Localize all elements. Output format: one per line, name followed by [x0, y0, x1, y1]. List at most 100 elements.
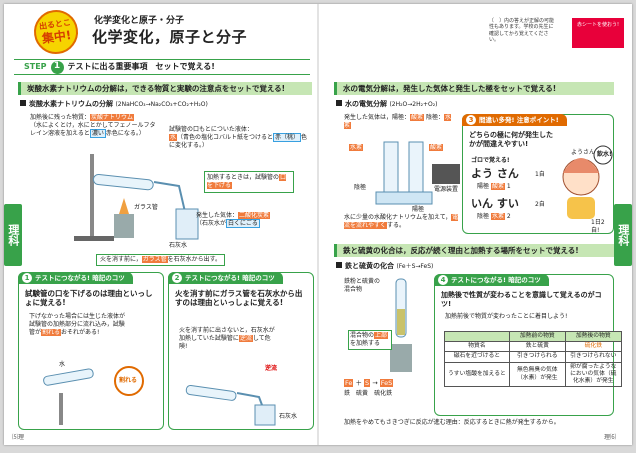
- water-label: 水: [59, 361, 66, 368]
- tip2-body-text: 火を消す前に出さないと，石灰水が加熱していた試験管に: [179, 327, 275, 343]
- side-tab-left: 理科: [4, 204, 22, 266]
- heat-mix-pre: 混合物の: [350, 332, 375, 339]
- gas-result: 白くにごる: [226, 219, 260, 229]
- tip2-number: 2: [172, 273, 182, 283]
- table-row: 物質名鉄と硫黄硫化鉄: [444, 341, 622, 353]
- yousan-num: 1自: [535, 171, 545, 178]
- pole-c-num: 2: [506, 213, 511, 220]
- leftover-end: 赤色になる。）: [105, 130, 145, 138]
- tip4-number: 4: [438, 275, 448, 285]
- right-subtitle2: 鉄と硫黄の化合 (Fe＋S→FeS): [336, 262, 433, 271]
- step-label: STEP: [24, 62, 47, 71]
- right-banner2: 鉄と硫黄の化合は，反応が続く理由と加熱する場所をセットで覚える!: [334, 244, 614, 257]
- tip2-tube: [185, 385, 237, 401]
- pole-c-row: 陰極 水素 2: [477, 213, 511, 221]
- character-hair: [563, 158, 599, 173]
- tip3-number: 3: [466, 115, 476, 125]
- left-banner: 炭酸水素ナトリウムの分解は，できる物質と実験の注意点をセットで覚える!: [18, 82, 312, 95]
- heat-text: 加熱するときは，試験管の: [207, 174, 280, 181]
- right-banner: 水の電気分解は，発生した気体と発生した極をセットで覚える!: [334, 82, 614, 95]
- bullet-square-icon: [336, 262, 342, 268]
- liquid-label: 試験管の口もとについた液体：: [169, 126, 253, 133]
- liquid-color: 赤（桃）: [273, 133, 302, 143]
- table-header: 加熱前の物質: [508, 330, 566, 343]
- tip2-answer: 逆流: [238, 335, 253, 343]
- tip4-label: テストにつながる! 暗記のコツ: [451, 275, 541, 284]
- burner-flame-icon: [119, 198, 129, 214]
- answer-note: 〔 〕内の答えが正解の可能性もあります。学校の先生に確認してから覚えてください。: [489, 18, 555, 43]
- tip3-heading: どちらの極に何が発生したかが間違えやすい!: [469, 131, 553, 148]
- speech-bubble: [593, 145, 613, 165]
- right-tube-answer: 酸素: [429, 144, 444, 151]
- side-tab-right: 理科: [614, 204, 632, 266]
- iron-sulfur-apparatus: [390, 278, 412, 372]
- right-formula: (2H₂O→2H₂+O₂): [389, 101, 438, 108]
- electrolysis-apparatus: [375, 141, 460, 205]
- tip2-lime-label: 石灰水: [279, 413, 298, 420]
- anode-gas: 酸素: [410, 114, 425, 121]
- power-label: 電源装置: [434, 186, 459, 193]
- yousan-text: よう さん: [471, 167, 519, 180]
- character-name: ようさん: [571, 149, 596, 156]
- textbook-spread: 出るとこ 集中! 化学変化と原子・分子 化学変化，原子と分子 〔 〕内の答えが正…: [4, 4, 632, 445]
- tip1-answer: 割れる: [41, 329, 62, 337]
- footer-note: 加熱をやめてもさきつぎに反応が進む理由：反応するときに熱が発生するから。: [344, 419, 560, 426]
- page-title: 化学変化，原子と分子: [92, 28, 248, 46]
- table-cell: 磁石を近づけると: [444, 351, 510, 363]
- leftover-color: 濃い: [89, 129, 106, 139]
- naoh-text: 水に少量の水酸化ナトリウムを加えて，: [344, 214, 452, 221]
- leftover-desc: （水によくとけ，水にとかしてフェノールフタレイン溶液を加えると: [30, 122, 156, 138]
- chapter-pretitle: 化学変化と原子・分子: [94, 16, 185, 26]
- table-cell: うすい塩酸を加えると: [444, 361, 510, 388]
- red-sheet-box: 赤シートを使おう!: [572, 18, 624, 48]
- page-number-right: 理⑹: [604, 434, 617, 441]
- liquid-block: 試験管の口もとについた液体： 水（青色の塩化コバルト紙をつけると赤（桃）色に変化…: [169, 126, 309, 150]
- pole-c-answer: 水素: [490, 213, 505, 220]
- decomposition-apparatus: [74, 154, 199, 241]
- right-formula2: (Fe＋S→FeS): [396, 263, 434, 270]
- burner: [114, 214, 134, 238]
- bullet-square-icon: [336, 100, 342, 106]
- step-text: テストに出る重要事項 セットで覚える!: [67, 62, 215, 71]
- iron-burner: [390, 344, 412, 372]
- tip2-heading: 火を消す前にガラス管を石灰水から出すのは理由といっしょに覚える!: [175, 289, 303, 308]
- table-cell: 無色無臭の気体（水素）が発生: [508, 361, 566, 388]
- leftover-label: 加熱後に残った物質：: [30, 114, 91, 121]
- right-subtitle2-text: 鉄と硫黄の化合: [345, 262, 394, 270]
- tip4-body: 加熱前後で物質が変わったことに着目しよう!: [445, 313, 568, 320]
- tip2-label: テストにつながる! 暗記のコツ: [185, 273, 275, 282]
- fire-answer: ガラス管: [141, 256, 168, 263]
- page-number-left: ⑸理: [12, 434, 25, 441]
- elec-gas-pre: 発生した気体は，陽極：: [344, 114, 411, 121]
- tip1-label: テストにつながる! 暗記のコツ: [35, 273, 125, 282]
- liquid-desc: （青色の塩化コバルト紙をつけると: [177, 134, 274, 142]
- electrolysis-gas: 発生した気体は，陽極：酸素 陰極：水素: [344, 114, 454, 130]
- bullet-square-icon: [20, 100, 26, 106]
- cathode-pre: 陰極：: [425, 114, 444, 121]
- table-row: 磁石を近づけると引きつけられる引きつけられない: [444, 351, 622, 363]
- left-subtitle-text: 炭酸水素ナトリウムの分解: [29, 100, 113, 108]
- pole-a-row: 陽極 酸素 1: [477, 183, 511, 191]
- page-gutter: [317, 4, 319, 445]
- heat-mix-answer: 上部: [374, 332, 389, 339]
- left-subtitle: 炭酸水素ナトリウムの分解 (2NaHCO₃→Na₂CO₃+CO₂+H₂O): [20, 100, 208, 109]
- table-cell: 硫化鉄: [564, 341, 622, 353]
- gas-desc: （石灰水が: [196, 220, 227, 228]
- table-header: 加熱後の物質: [564, 330, 622, 343]
- pole-c: 陰極: [477, 213, 490, 220]
- tip1-number: 1: [22, 273, 32, 283]
- leftover-answer: 炭酸ナトリウム: [90, 114, 135, 121]
- limewater-beaker: [175, 208, 199, 240]
- tilted-tube: [43, 368, 94, 386]
- tip1-illustration: [43, 366, 144, 425]
- cathode-label: 陰極: [354, 184, 367, 191]
- insui-num: 2自: [535, 201, 545, 208]
- tip1-end: おそれがある!: [61, 329, 100, 337]
- insui-text: いん すい: [471, 197, 519, 210]
- heat-mix-post: を加熱する: [350, 340, 381, 348]
- naoh-block: 水に少量の水酸化ナトリウムを加えて，電流を流れやすくする。: [344, 214, 464, 230]
- reaction-equation: Fe ＋ S → FeS: [344, 379, 394, 387]
- tip1-body: 下げなかった場合には生じた液体が試験管の加熱部分に流れ込み，試験管が割れるおそれ…: [29, 313, 129, 337]
